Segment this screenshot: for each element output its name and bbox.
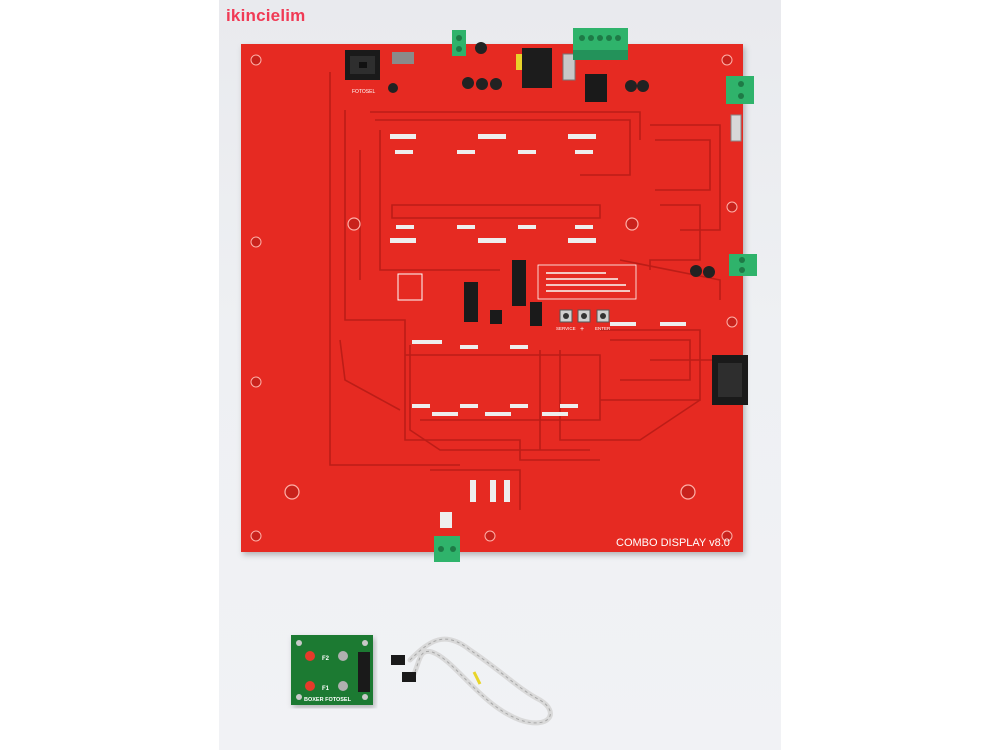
sensor-connector bbox=[358, 652, 370, 692]
ribbon-connector-2 bbox=[402, 672, 416, 682]
pcb-traces bbox=[329, 72, 721, 510]
terminal-block-bottom bbox=[434, 536, 460, 562]
sensor-led-1 bbox=[305, 651, 315, 661]
integrated-circuits bbox=[464, 260, 542, 326]
main-board: FOTOSEL bbox=[241, 28, 757, 562]
regulator-chip bbox=[392, 52, 414, 64]
idc-connector-top bbox=[345, 50, 380, 80]
sensor-receiver-1 bbox=[338, 651, 348, 661]
ribbon-connector-1 bbox=[391, 655, 405, 665]
terminal-block-top bbox=[573, 28, 628, 60]
smd-components bbox=[390, 134, 686, 528]
terminal-block-right-top bbox=[726, 76, 754, 104]
ic-footprint-outline bbox=[397, 273, 423, 301]
fuse bbox=[562, 53, 576, 81]
idc-connector-right bbox=[712, 355, 748, 405]
mounting-holes bbox=[250, 54, 738, 542]
sensor-board-title: BOXER FOTOSEL bbox=[304, 697, 352, 703]
sensor-receiver-2 bbox=[338, 681, 348, 691]
sensor-label-f1: F1 bbox=[322, 686, 330, 692]
sensor-led-2 bbox=[305, 681, 315, 691]
button-label-enter: ENTER bbox=[595, 326, 611, 331]
push-buttons bbox=[559, 309, 610, 323]
terminal-block-right-mid bbox=[729, 254, 757, 276]
watermark-text: ikincielim bbox=[226, 6, 306, 25]
terminal-block-top-left bbox=[452, 30, 466, 56]
yellow-capacitor bbox=[516, 54, 526, 70]
info-silkscreen-block bbox=[537, 264, 637, 300]
small-capacitor bbox=[388, 83, 398, 93]
main-board-pcb bbox=[241, 44, 743, 552]
voltage-regulator bbox=[585, 74, 607, 102]
fotosel-connector-label: FOTOSEL bbox=[352, 89, 375, 95]
electrolytic-capacitors bbox=[462, 42, 715, 278]
button-label-service: SERVICE bbox=[556, 326, 576, 331]
fuse-right bbox=[730, 114, 742, 142]
dc-jack bbox=[522, 48, 552, 88]
sensor-board: F2 F1 BOXER FOTOSEL bbox=[291, 635, 373, 705]
info-silkscreen-lines bbox=[546, 272, 630, 292]
sensor-label-f2: F2 bbox=[322, 656, 330, 662]
cable-tie bbox=[472, 671, 482, 685]
ribbon-cable bbox=[391, 636, 553, 726]
board-title: COMBO DISPLAY v8.0 bbox=[616, 537, 730, 549]
button-label-plus: + bbox=[580, 326, 584, 333]
